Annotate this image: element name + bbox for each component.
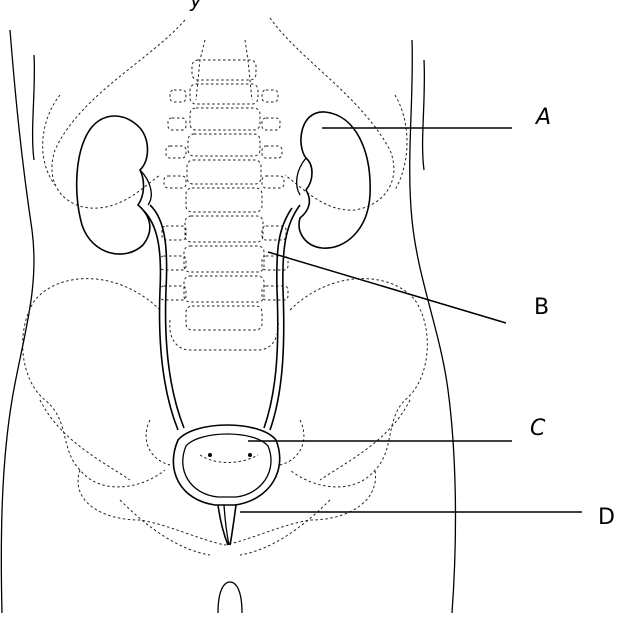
leader-line-b	[268, 252, 506, 323]
bladder-outer	[173, 425, 279, 505]
pelvis-ilium-right	[320, 400, 410, 480]
inner-outline-left	[33, 55, 35, 160]
pubic-right	[280, 420, 304, 465]
ureter-opening-right	[248, 453, 252, 457]
pelvic-floor	[120, 500, 330, 555]
label-d: D	[598, 507, 615, 529]
pelvis-ilium-left	[40, 400, 130, 480]
ureter-left	[143, 210, 178, 430]
penis-outline	[218, 582, 242, 613]
bladder-inner	[183, 434, 271, 497]
cropped-header-text: y	[190, 0, 202, 10]
pelvis-right	[290, 279, 427, 487]
rib-arc-right	[395, 95, 407, 190]
kidney-left	[77, 116, 150, 254]
body-outline-left	[1, 30, 34, 613]
label-b: B	[534, 297, 549, 319]
rib-arc-left	[43, 95, 60, 185]
kidney-right	[299, 112, 370, 248]
ureter-opening-left	[208, 453, 212, 457]
label-a: A	[536, 107, 551, 129]
inner-outline-right	[423, 60, 425, 170]
pelvis-left	[23, 279, 165, 487]
vertebral-column	[160, 40, 288, 350]
urethra	[218, 505, 236, 545]
renal-pelvis-right	[297, 158, 306, 195]
body-outline-right	[410, 40, 456, 613]
label-c: C	[530, 418, 545, 440]
ureter-right	[270, 205, 300, 430]
ribcage-left	[52, 20, 185, 208]
pubic-left	[146, 420, 170, 465]
